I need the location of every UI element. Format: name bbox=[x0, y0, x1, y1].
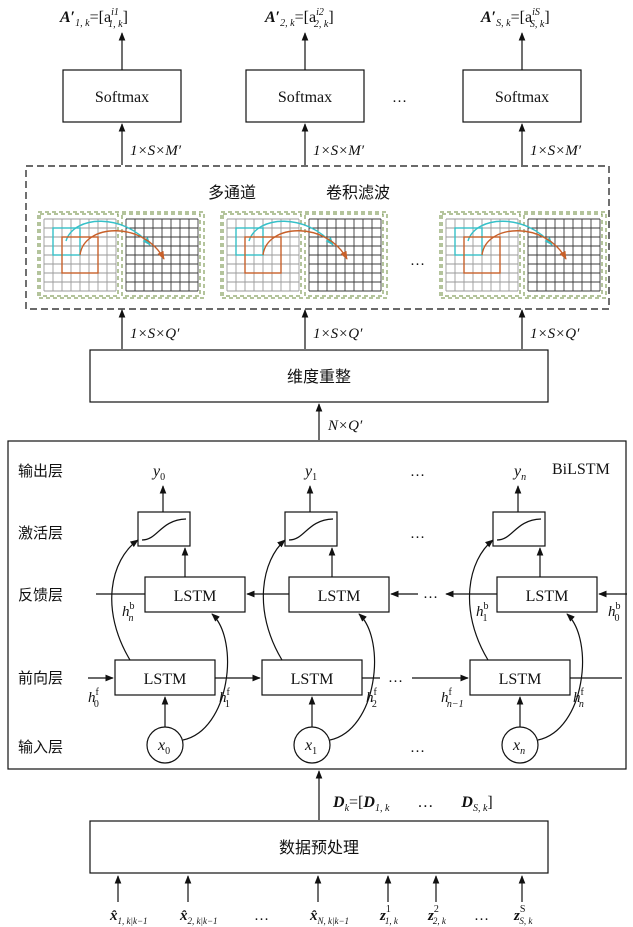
preprocess-box: 数据预处理 bbox=[90, 821, 548, 873]
activation-box-0 bbox=[138, 512, 190, 546]
activation-ellipsis: … bbox=[410, 526, 425, 542]
dim-label-q-1: 1×S×Q′ bbox=[130, 326, 180, 342]
activation-box-n bbox=[493, 512, 545, 546]
row-label-input: 输入层 bbox=[18, 738, 63, 756]
lstm-backward-0: LSTM bbox=[145, 577, 245, 612]
svg-text:x̂N, k|k−1: x̂N, k|k−1 bbox=[309, 908, 349, 926]
softmax-box-s: Softmax bbox=[463, 70, 581, 122]
input-node-x0: x0 bbox=[147, 727, 183, 763]
dim-label-nq: N×Q′ bbox=[327, 418, 363, 434]
lstm-forward-n: LSTM bbox=[470, 660, 570, 695]
input-node-xn: xn bbox=[502, 727, 538, 763]
softmax-output-s: A′S, k=[aiSS, k] bbox=[480, 7, 550, 30]
filter-block-3 bbox=[440, 212, 606, 298]
preprocess-input-3: … bbox=[254, 908, 269, 924]
dim-label-q-2: 1×S×Q′ bbox=[313, 326, 363, 342]
preprocess-input-2: x̂2, k|k−1 bbox=[179, 876, 218, 926]
filter-ellipsis: … bbox=[410, 253, 425, 269]
svg-text:数据预处理: 数据预处理 bbox=[279, 838, 359, 857]
svg-text:…: … bbox=[474, 908, 489, 924]
filter-block-1 bbox=[38, 212, 204, 298]
svg-text:x̂1, k|k−1: x̂1, k|k−1 bbox=[109, 908, 148, 926]
softmax-box-1: Softmax bbox=[63, 70, 181, 122]
softmax-box-2: Softmax bbox=[246, 70, 364, 122]
output-y1: y1 bbox=[303, 463, 317, 483]
svg-text:LSTM: LSTM bbox=[144, 671, 187, 688]
svg-text:LSTM: LSTM bbox=[499, 671, 542, 688]
filter-block-2 bbox=[221, 212, 387, 298]
input-ellipsis: … bbox=[410, 740, 425, 756]
lstm-backward-n: LSTM bbox=[497, 577, 597, 612]
row-label-backward: 反馈层 bbox=[18, 586, 63, 604]
output-ellipsis: … bbox=[410, 464, 425, 480]
forward-ellipsis: … bbox=[388, 670, 403, 686]
row-label-activation: 激活层 bbox=[18, 524, 63, 542]
output-yn: yn bbox=[512, 463, 526, 483]
data-sequence-label: Dk=[D1, k…DS, k] bbox=[332, 794, 493, 814]
row-label-forward: 前向层 bbox=[18, 669, 63, 687]
svg-text:zSS, k: zSS, k bbox=[513, 904, 533, 926]
svg-text:LSTM: LSTM bbox=[526, 588, 569, 605]
svg-text:维度重整: 维度重整 bbox=[287, 367, 351, 386]
activation-box-1 bbox=[285, 512, 337, 546]
svg-text:z22, k: z22, k bbox=[427, 904, 447, 926]
curve-fwn-act bbox=[469, 540, 493, 660]
filter-title-right: 卷积滤波 bbox=[326, 183, 390, 202]
dim-label-m-s: 1×S×M′ bbox=[530, 143, 582, 159]
svg-text:LSTM: LSTM bbox=[174, 588, 217, 605]
filter-blocks bbox=[38, 212, 606, 298]
softmax-ellipsis: … bbox=[392, 90, 407, 106]
svg-text:LSTM: LSTM bbox=[291, 671, 334, 688]
hf-label-n-1: hfn−1 bbox=[441, 687, 464, 710]
input-node-x1: x1 bbox=[294, 727, 330, 763]
dim-label-q-s: 1×S×Q′ bbox=[530, 326, 580, 342]
svg-text:…: … bbox=[254, 908, 269, 924]
reshape-box: 维度重整 bbox=[90, 350, 548, 402]
dim-label-m-2: 1×S×M′ bbox=[313, 143, 365, 159]
svg-text:x̂2, k|k−1: x̂2, k|k−1 bbox=[179, 908, 218, 926]
lstm-forward-1: LSTM bbox=[262, 660, 362, 695]
output-y0: y0 bbox=[151, 463, 165, 483]
svg-text:LSTM: LSTM bbox=[318, 588, 361, 605]
curve-fw1-act bbox=[263, 540, 285, 660]
backward-ellipsis: … bbox=[423, 586, 438, 602]
curve-fw0-act bbox=[112, 540, 138, 660]
preprocess-input-4: x̂N, k|k−1 bbox=[309, 876, 349, 926]
filter-title-left: 多通道 bbox=[208, 183, 256, 202]
preprocess-input-1: x̂1, k|k−1 bbox=[109, 876, 148, 926]
preprocess-input-7: … bbox=[474, 908, 489, 924]
lstm-backward-1: LSTM bbox=[289, 577, 389, 612]
row-label-output: 输出层 bbox=[18, 462, 63, 480]
lstm-forward-0: LSTM bbox=[115, 660, 215, 695]
dim-label-m-1: 1×S×M′ bbox=[130, 143, 182, 159]
svg-text:z11, k: z11, k bbox=[379, 904, 399, 926]
svg-text:Softmax: Softmax bbox=[495, 89, 549, 106]
svg-text:Softmax: Softmax bbox=[95, 89, 149, 106]
bilstm-title: BiLSTM bbox=[552, 461, 610, 478]
svg-text:Softmax: Softmax bbox=[278, 89, 332, 106]
filter-group-box bbox=[26, 166, 609, 309]
